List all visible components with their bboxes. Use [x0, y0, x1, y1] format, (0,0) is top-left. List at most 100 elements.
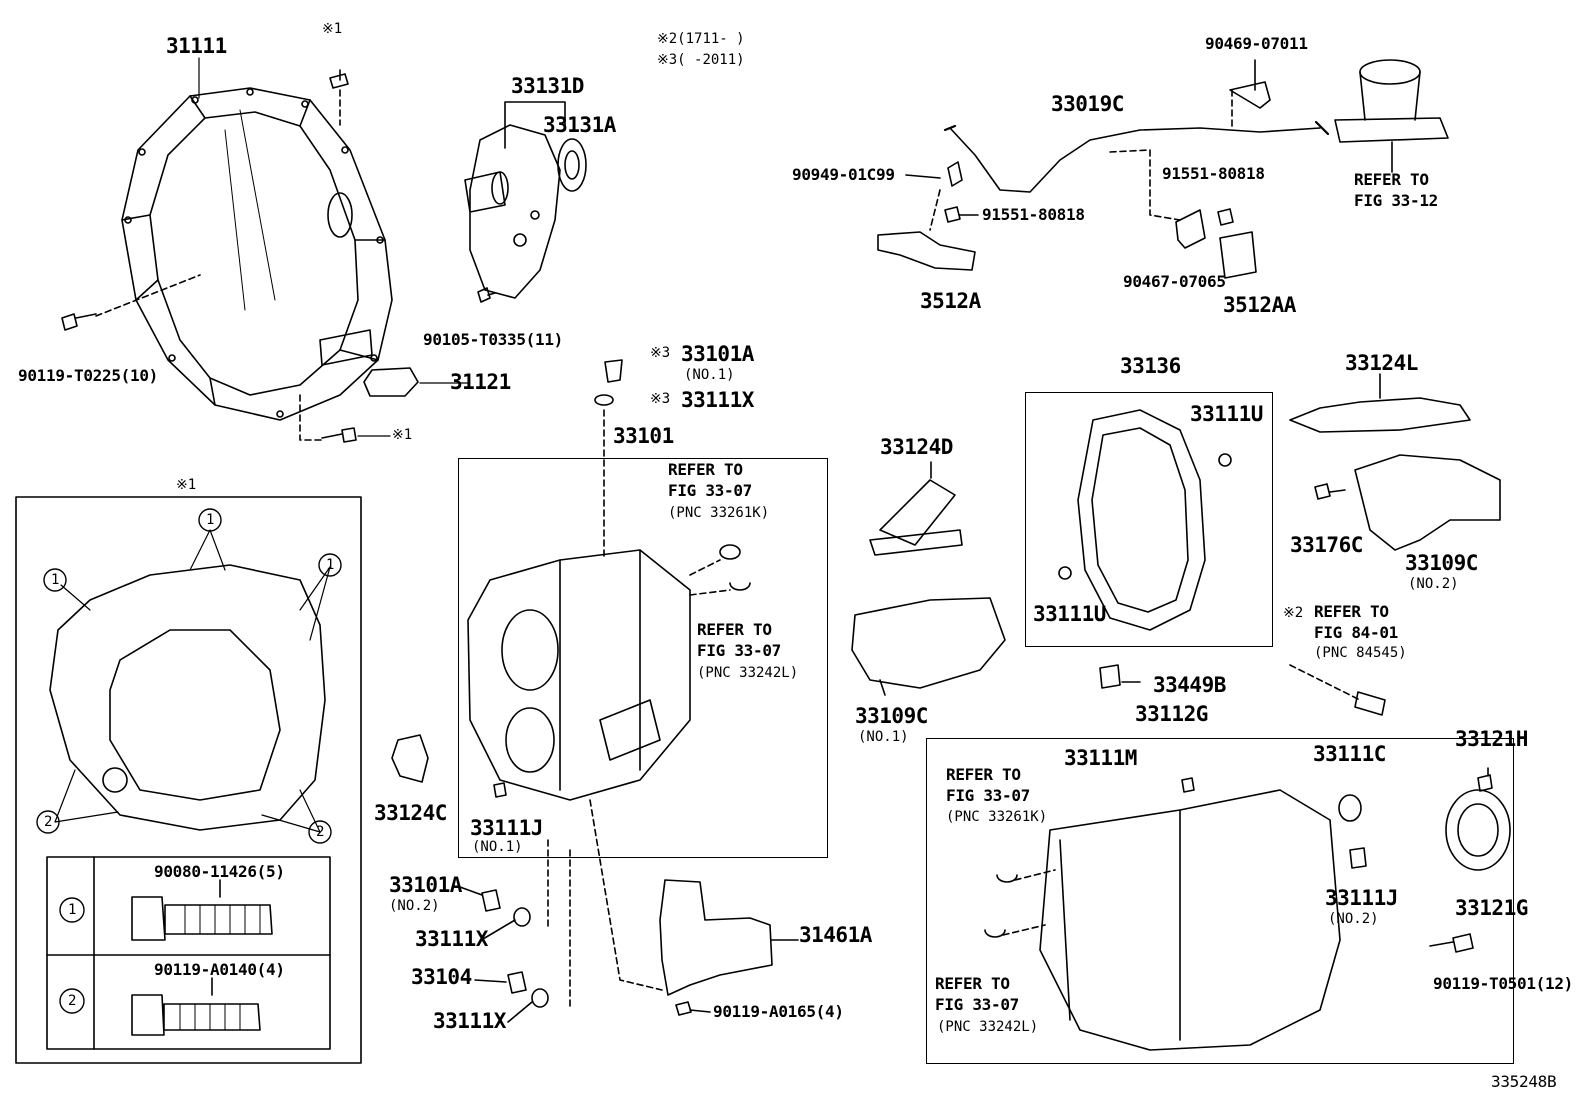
- part-33019C[interactable]: 33019C: [1051, 92, 1124, 116]
- part-33112G[interactable]: 33112G: [1135, 702, 1208, 726]
- shift-cable-33019C-drawing: [877, 59, 1330, 279]
- part-90119-A0165[interactable]: 90119-A0165(4): [713, 1002, 844, 1021]
- note-3: ※3( -2011): [657, 52, 745, 68]
- refer-33-07-b: REFER TO: [697, 620, 772, 639]
- part-90469-07011[interactable]: 90469-07011: [1205, 34, 1308, 53]
- part-33101A-no2-sub: (NO.2): [389, 898, 440, 914]
- part-33111X-a[interactable]: 33111X: [415, 927, 488, 951]
- retainer-33121G-drawing: [1445, 767, 1511, 871]
- part-33111J-no2-sub: (NO.2): [1328, 911, 1379, 927]
- sensor-84545-drawing: [1289, 664, 1386, 716]
- refer-33-07-d: REFER TO: [935, 974, 1010, 993]
- part-33101A-no1-sub: (NO.1): [684, 367, 735, 383]
- refer-33-07-c-fig: FIG 33-07: [946, 786, 1030, 805]
- part-90119-T0501[interactable]: 90119-T0501(12): [1433, 974, 1573, 993]
- part-33111J-no2[interactable]: 33111J: [1325, 886, 1398, 910]
- part-33111M[interactable]: 33111M: [1064, 746, 1137, 770]
- mark-1-mid: ※1: [392, 427, 413, 443]
- part-90119-T0225[interactable]: 90119-T0225(10): [18, 366, 158, 385]
- part-33111C[interactable]: 33111C: [1313, 742, 1386, 766]
- refer-84-01-pnc: (PNC 84545): [1314, 645, 1407, 661]
- part-31121[interactable]: 31121: [450, 370, 511, 394]
- part-33131A[interactable]: 33131A: [543, 113, 616, 137]
- part-33101A-no1[interactable]: 33101A: [681, 342, 754, 366]
- part-33176C[interactable]: 33176C: [1290, 533, 1363, 557]
- pump-cover-33131D-drawing: [464, 101, 587, 303]
- extension-refer-33-12-drawing: [1334, 59, 1449, 173]
- assembly-box-33136: [1025, 392, 1273, 647]
- part-91551-80818-b[interactable]: 91551-80818: [982, 205, 1085, 224]
- note-2: ※2(1711- ): [657, 31, 745, 47]
- refer-33-07-b-pnc: (PNC 33242L): [697, 665, 799, 681]
- part-33121H[interactable]: 33121H: [1455, 727, 1528, 751]
- refer-33-12-fig: FIG 33-12: [1354, 191, 1438, 210]
- leader-lines-31111: [198, 57, 471, 437]
- part-3512A[interactable]: 3512A: [920, 289, 981, 313]
- legend-row-2-part[interactable]: 90119-A0140(4): [154, 960, 285, 979]
- part-33124D[interactable]: 33124D: [880, 435, 953, 459]
- legend-panel-frame: [15, 496, 362, 1064]
- refer-33-07-a: REFER TO: [668, 460, 743, 479]
- part-33121G[interactable]: 33121G: [1455, 896, 1528, 920]
- legend-callout-1-right: 1: [326, 557, 335, 573]
- part-33136[interactable]: 33136: [1120, 354, 1181, 378]
- refer-33-12: REFER TO: [1354, 170, 1429, 189]
- legend-callout-1-left: 1: [51, 572, 60, 588]
- legend-title-mark: ※1: [176, 477, 197, 493]
- refer-84-01-fig: FIG 84-01: [1314, 623, 1398, 642]
- part-31111[interactable]: 31111: [166, 34, 227, 58]
- legend-bolt-drawings: [131, 879, 273, 1036]
- bell-housing-31111-drawing: [61, 69, 419, 443]
- part-33109C-no2-sub: (NO.2): [1408, 576, 1459, 592]
- case-33112G-drawing: [984, 777, 1474, 1051]
- part-33111U-b[interactable]: 33111U: [1033, 602, 1106, 626]
- part-33449B[interactable]: 33449B: [1153, 673, 1226, 697]
- part-91551-80818-a[interactable]: 91551-80818: [1162, 164, 1265, 183]
- legend-callout-2-left: 2: [44, 814, 53, 830]
- part-33101A-no2[interactable]: 33101A: [389, 873, 462, 897]
- legend-callout-1-top: 1: [206, 512, 215, 528]
- part-33101[interactable]: 33101: [613, 424, 674, 448]
- part-90949-01C99[interactable]: 90949-01C99: [792, 165, 895, 184]
- mark-3-a: ※3: [650, 345, 671, 361]
- part-33109C-no2[interactable]: 33109C: [1405, 551, 1478, 575]
- legend-callout-2-right: 2: [316, 824, 325, 840]
- part-33124C[interactable]: 33124C: [374, 801, 447, 825]
- part-33111X-top[interactable]: 33111X: [681, 388, 754, 412]
- part-33109C-no1[interactable]: 33109C: [855, 704, 928, 728]
- part-33104[interactable]: 33104: [411, 965, 472, 989]
- covers-33124L-33109C-drawing: [1289, 373, 1501, 551]
- legend-callout-circles: [36, 508, 342, 1014]
- legend-row-1-part[interactable]: 90080-11426(5): [154, 862, 285, 881]
- refer-33-07-d-fig: FIG 33-07: [935, 995, 1019, 1014]
- bracket-31461A-drawing: [589, 799, 799, 1016]
- refer-33-07-d-pnc: (PNC 33242L): [937, 1019, 1039, 1035]
- part-90467-07065[interactable]: 90467-07065: [1123, 272, 1226, 291]
- assembly-box-33112G: [926, 738, 1514, 1064]
- part-33111X-b[interactable]: 33111X: [433, 1009, 506, 1033]
- mark-1-top: ※1: [322, 21, 343, 37]
- drain-plugs-drawing: [459, 839, 571, 1023]
- refer-84-01: REFER TO: [1314, 602, 1389, 621]
- mark-3-b: ※3: [650, 391, 671, 407]
- part-3512AA[interactable]: 3512AA: [1223, 293, 1296, 317]
- gasket-33136-drawing: [1058, 409, 1232, 689]
- refer-33-07-b-fig: FIG 33-07: [697, 641, 781, 660]
- part-31461A[interactable]: 31461A: [799, 923, 872, 947]
- part-33131D[interactable]: 33131D: [511, 74, 584, 98]
- refer-33-07-c: REFER TO: [946, 765, 1021, 784]
- part-33111J-no1[interactable]: 33111J: [470, 816, 543, 840]
- assembly-box-33101: [458, 458, 828, 858]
- refer-33-07-a-fig: FIG 33-07: [668, 481, 752, 500]
- part-33111U-a[interactable]: 33111U: [1190, 402, 1263, 426]
- diagram-id: 335248B: [1491, 1072, 1557, 1091]
- legend-bellhousing-drawing: [49, 529, 331, 833]
- mark-2: ※2: [1283, 605, 1304, 621]
- part-33109C-no1-sub: (NO.1): [858, 729, 909, 745]
- part-90105-T0335[interactable]: 90105-T0335(11): [423, 330, 563, 349]
- bracket-33124D-drawing: [869, 461, 963, 556]
- refer-33-07-c-pnc: (PNC 33261K): [946, 809, 1048, 825]
- part-33124L[interactable]: 33124L: [1345, 351, 1418, 375]
- cover-33109C-no1-drawing: [851, 597, 1006, 696]
